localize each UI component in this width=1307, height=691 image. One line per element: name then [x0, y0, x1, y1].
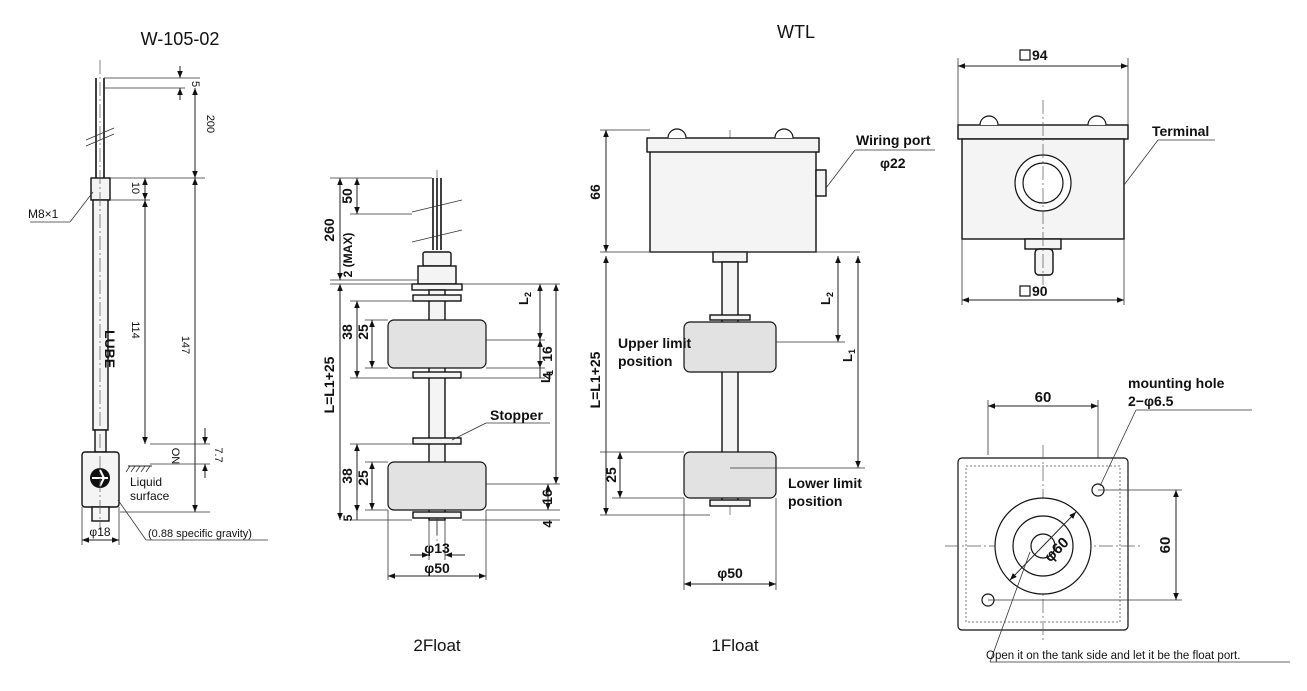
box-dim-90: 90	[1032, 283, 1048, 299]
wtl-housing	[649, 139, 817, 253]
upper-float	[387, 319, 487, 369]
wtl-dim-L2: L2	[818, 292, 835, 305]
wiring-port	[815, 169, 827, 197]
two-float-dim-25b: 25	[355, 470, 371, 486]
wtl-dia-50: φ50	[717, 565, 743, 581]
sensor-dia-18: φ18	[89, 525, 110, 539]
stopper-label: Stopper	[490, 407, 543, 423]
sensor-dim-147: 147	[179, 336, 191, 354]
sensor-gravity-note: (0.88 specific gravity)	[148, 528, 252, 540]
box-top-view: 60 φ60 60 mounting hole 2−φ6.5 Open it o…	[945, 375, 1290, 663]
two-float-dim-2max: 2 (MAX)	[341, 233, 355, 278]
two-float-dim-5: 5	[341, 514, 355, 521]
two-float-dim-16b: 16	[539, 489, 555, 505]
upper-limit-label-2: position	[618, 353, 672, 369]
terminal-label: Terminal	[1152, 123, 1209, 139]
mounting-hole-size: 2−φ6.5	[1128, 393, 1174, 409]
sensor-dim-7-7: 7.7	[212, 447, 224, 462]
sensor-dim-on: ON	[169, 448, 181, 465]
box-dim-60-h: 60	[1035, 389, 1052, 406]
two-float-caption: 2Float	[413, 636, 461, 655]
two-float-dim-50: 50	[339, 188, 355, 204]
two-float-dim-16a: 16	[539, 346, 555, 362]
wiring-port-dia: φ22	[880, 155, 906, 171]
lower-limit-label-2: position	[788, 493, 842, 509]
two-float-dim-4a: 4	[540, 372, 555, 380]
lower-float	[387, 461, 487, 511]
box-front-view: 94 90 Terminal	[957, 47, 1215, 305]
two-float-dia-13: φ13	[424, 540, 450, 556]
wtl-dim-L1: L1	[840, 349, 857, 362]
sensor-brand: LUBE	[102, 330, 118, 368]
wtl-drawing: WTL 66 L=L1+25 25 L2 L1	[587, 22, 935, 655]
wtl-dim-66: 66	[587, 184, 603, 200]
wtl-lower-float	[683, 451, 777, 499]
two-float-drawing: 260 50 2 (MAX) L=L1+25 38 25 38 25 5 L2 …	[321, 170, 560, 655]
wtl-dim-25: 25	[603, 467, 619, 483]
liquid-surface-label-1: Liquid	[130, 475, 162, 489]
two-float-dim-25a: 25	[355, 324, 371, 340]
two-float-dim-L2: L2	[516, 292, 533, 305]
sensor-title: W-105-02	[141, 29, 220, 49]
sensor-dim-114: 114	[129, 321, 141, 339]
box-dim-94: 94	[1032, 47, 1048, 63]
two-float-dim-4b: 4	[540, 520, 555, 528]
liquid-surface-label-2: surface	[130, 489, 170, 503]
sensor-thread-label: M8×1	[28, 207, 59, 221]
one-float-caption: 1Float	[711, 636, 759, 655]
float-port-note: Open it on the tank side and let it be t…	[986, 650, 1240, 662]
two-float-dim-38b: 38	[339, 468, 355, 484]
two-float-dim-38a: 38	[339, 324, 355, 340]
wiring-port-label: Wiring port	[856, 132, 931, 148]
sensor-dim-10: 10	[129, 182, 141, 194]
sensor-w105-drawing: W-105-02 LUBE 5 200 10 114 147	[28, 29, 268, 545]
sensor-thread	[90, 177, 111, 201]
two-float-dia-50: φ50	[424, 560, 450, 576]
stopper	[412, 437, 462, 445]
sensor-dim-200: 200	[204, 115, 216, 133]
two-float-dim-260: 260	[321, 218, 337, 242]
upper-limit-label-1: Upper limit	[618, 335, 691, 351]
two-float-dim-L: L=L1+25	[321, 356, 337, 413]
lower-limit-label-1: Lower limit	[788, 475, 862, 491]
mounting-hole-label: mounting hole	[1128, 375, 1225, 391]
sensor-stem	[92, 199, 109, 431]
two-float-dim-L1: L1	[538, 370, 555, 383]
box-dim-60-v: 60	[1157, 537, 1174, 554]
sensor-dim-5: 5	[189, 81, 201, 87]
wtl-upper-float	[683, 321, 777, 373]
wtl-title: WTL	[777, 22, 815, 42]
wtl-dim-L: L=L1+25	[587, 351, 603, 408]
